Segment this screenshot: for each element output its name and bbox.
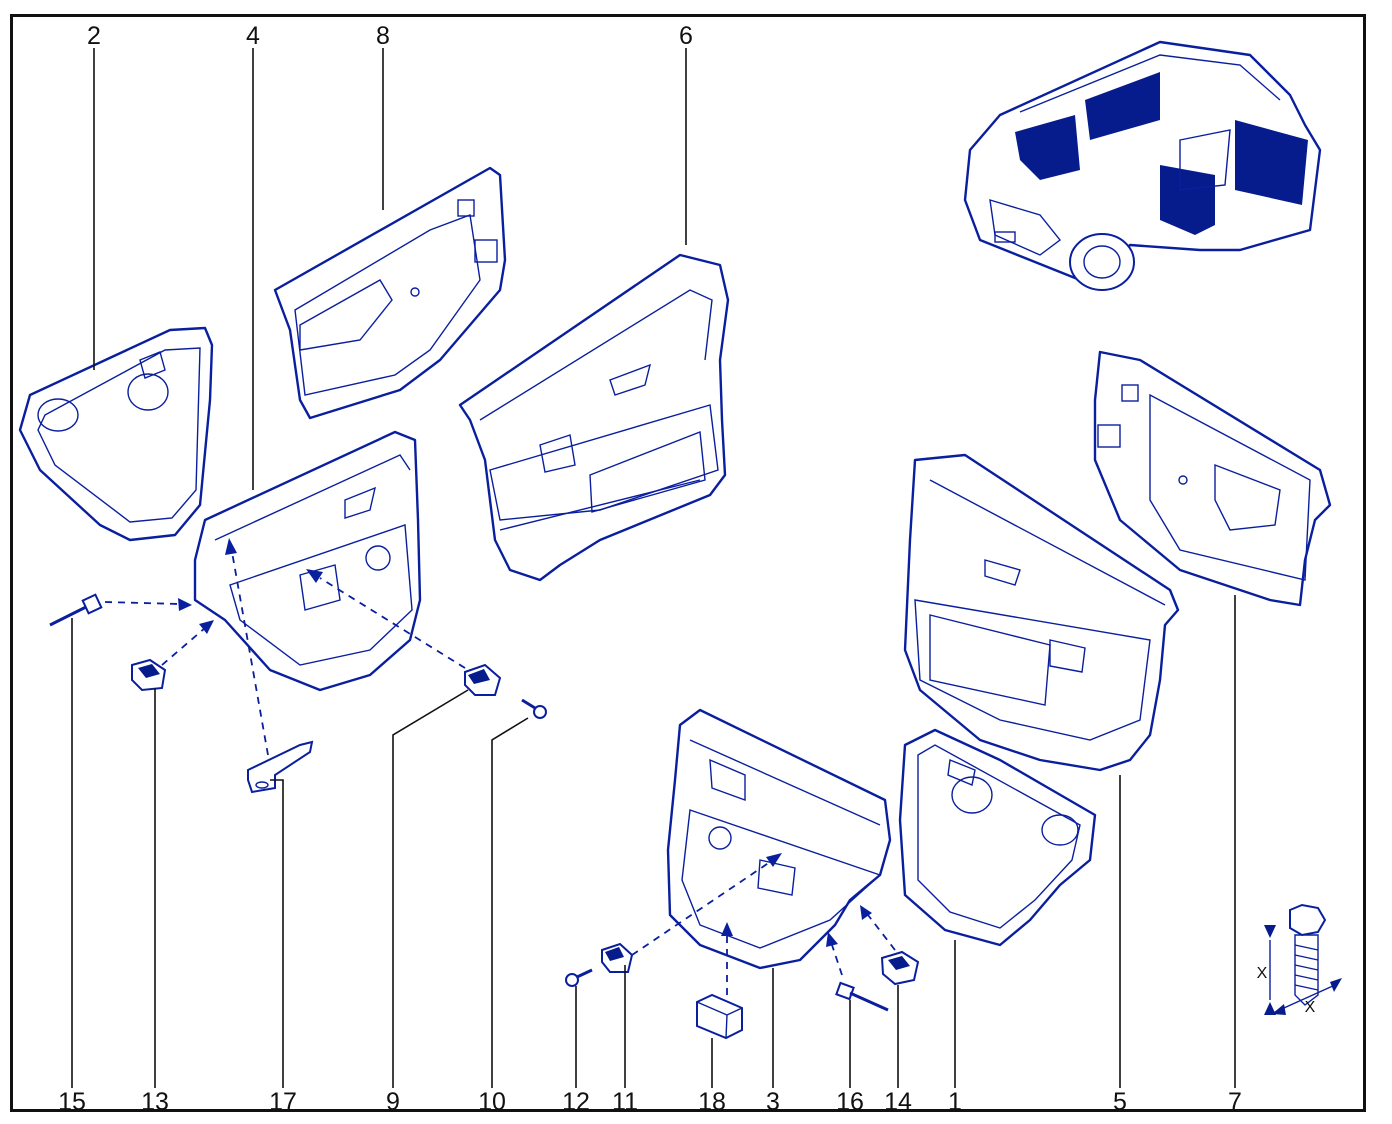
- part-5-drawing: [903, 453, 1180, 772]
- part-17-drawing: [247, 740, 314, 794]
- label-part-6: 6: [679, 22, 693, 50]
- label-part-18: 18: [698, 1088, 726, 1116]
- part-10-drawing: [521, 698, 547, 719]
- label-part-17: 17: [269, 1088, 297, 1116]
- label-part-10: 10: [478, 1088, 506, 1116]
- vehicle-illustration: [963, 40, 1322, 291]
- part-8-drawing: [273, 166, 507, 420]
- part-1-drawing: [898, 728, 1097, 947]
- label-part-13: 13: [141, 1088, 169, 1116]
- torque-marker-left: X: [1257, 965, 1268, 982]
- label-part-9: 9: [386, 1088, 400, 1116]
- label-part-4: 4: [246, 22, 260, 50]
- label-part-11: 11: [612, 1088, 638, 1116]
- label-part-8: 8: [376, 22, 390, 50]
- part-number-labels: 2 4 8 6 15 13 17 9 10 12 11 18 3 16 14 1…: [58, 22, 1242, 1116]
- label-part-15: 15: [58, 1088, 86, 1116]
- label-part-1: 1: [948, 1088, 962, 1116]
- part-7-drawing: [1093, 350, 1332, 607]
- assembly-arrows: [104, 538, 896, 995]
- leader-lines: [71, 48, 1236, 1088]
- label-part-14: 14: [884, 1088, 912, 1116]
- part-6-drawing: [458, 253, 730, 582]
- label-part-12: 12: [562, 1088, 590, 1116]
- part-4-drawing: [193, 430, 422, 692]
- part-14-drawing: [880, 950, 920, 986]
- torque-marker-bottom: X: [1305, 999, 1316, 1016]
- torque-symbol: X X: [1257, 903, 1342, 1016]
- label-part-7: 7: [1228, 1088, 1242, 1116]
- part-18-drawing: [696, 993, 743, 1040]
- part-15-drawing: [49, 593, 103, 627]
- part-3-drawing: [666, 708, 892, 970]
- part-11-drawing: [601, 942, 634, 973]
- part-2-drawing: [18, 326, 214, 542]
- part-12-drawing: [565, 968, 593, 987]
- label-part-3: 3: [766, 1088, 780, 1116]
- label-part-16: 16: [836, 1088, 864, 1116]
- part-9-drawing: [464, 663, 502, 696]
- label-part-5: 5: [1113, 1088, 1127, 1116]
- part-13-drawing: [131, 658, 167, 692]
- part-16-drawing: [835, 981, 889, 1012]
- label-part-2: 2: [87, 22, 101, 50]
